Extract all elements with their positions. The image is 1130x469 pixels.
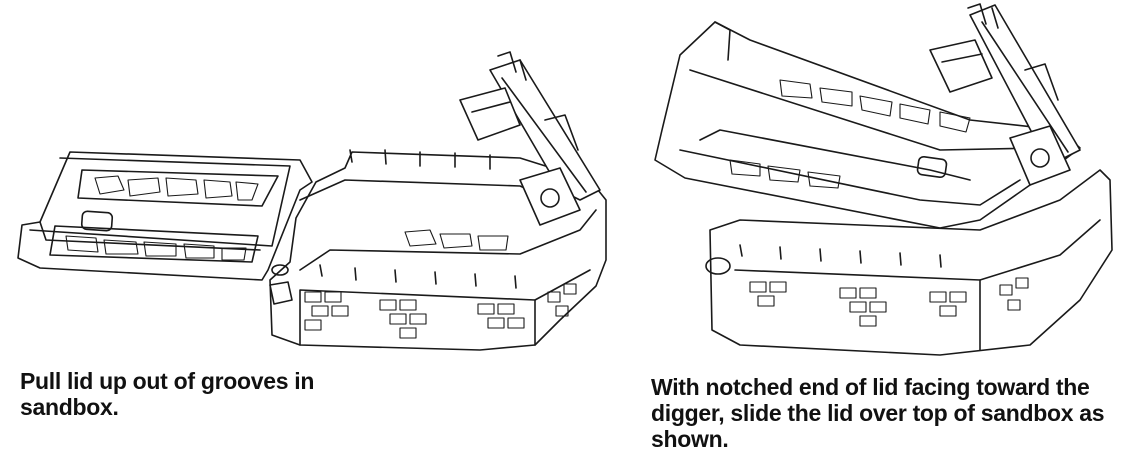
step-caption-left: Pull lid up out of grooves in sandbox. xyxy=(20,368,315,420)
lid-stone-texture xyxy=(730,80,970,188)
corner-post xyxy=(270,265,292,304)
step-caption-right: With notched end of lid facing toward th… xyxy=(651,374,1105,452)
sandbox-body xyxy=(270,150,606,350)
step-lid-removal: Pull lid up out of grooves in sandbox. xyxy=(0,0,620,420)
lid-stone-texture xyxy=(66,176,258,260)
sandbox-lid-removed-illustration xyxy=(0,0,620,365)
sandbox-body xyxy=(706,170,1112,355)
digger-arm xyxy=(930,4,1080,185)
lid-outer-frame xyxy=(18,152,312,280)
digger-arm xyxy=(460,52,600,225)
sand-texture xyxy=(405,230,508,250)
brick-pattern xyxy=(750,278,1028,326)
step-lid-slide-over: With notched end of lid facing toward th… xyxy=(640,0,1130,469)
sandbox-lid-slid-on-illustration xyxy=(640,0,1130,370)
brick-pattern xyxy=(305,284,576,338)
